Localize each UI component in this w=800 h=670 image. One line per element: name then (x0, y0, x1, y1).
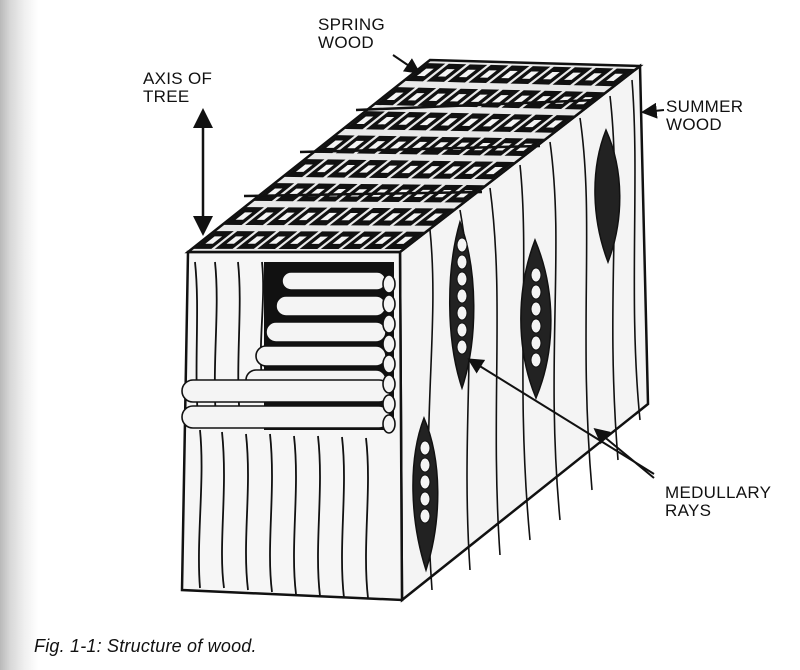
wood-cell-lumen (296, 211, 319, 222)
wood-cell-lumen (459, 117, 482, 127)
wood-cell-lumen (371, 235, 395, 245)
medullary-rays-arrow-1 (467, 358, 655, 475)
medullary-rays-arrow-2 (593, 427, 655, 479)
wood-cell-lumen (232, 211, 256, 221)
wood-cell-lumen (374, 115, 398, 126)
wood-cell-lumen (423, 212, 446, 222)
wood-cell-lumen (275, 211, 298, 221)
wood-cell-lumen (441, 165, 464, 175)
wood-cell-lumen (253, 211, 277, 221)
spring-wood-arrow (392, 54, 421, 74)
wood-cell-lumen (414, 67, 437, 78)
wood-cell-lumen (377, 164, 401, 174)
wood-cell-lumen (519, 70, 542, 80)
wood-cell-lumen (335, 163, 358, 174)
wood-cell-lumen (356, 164, 379, 174)
wood-cell-lumen (582, 72, 605, 82)
wood-cell-lumen (380, 212, 404, 222)
wood-cell-lumen (447, 92, 470, 103)
wood-cell-lumen (398, 164, 422, 175)
wood-cell-lumen (359, 212, 383, 222)
wood-cell-lumen (405, 91, 428, 102)
wood-cell-lumen (393, 235, 416, 245)
wood-cell-lumen (395, 116, 419, 126)
wood-cell-lumen (489, 93, 512, 104)
wood-cell-lumen (266, 235, 289, 245)
wood-cell-lumen (437, 117, 461, 127)
wood-cell-lumen (383, 91, 407, 102)
wood-cell-lumen (317, 211, 340, 222)
wood-cell-lumen (344, 139, 367, 150)
wood-cell-lumen (603, 72, 626, 83)
wood-cell-lumen (244, 235, 268, 245)
wood-cell-lumen (540, 70, 563, 81)
wood-cell-lumen (501, 118, 524, 128)
wood-cell-lumen (522, 118, 545, 129)
summer-wood-arrow (640, 102, 665, 119)
wood-cell-lumen (435, 68, 458, 78)
wood-cell-lumen (329, 235, 353, 245)
wood-cell-lumen (543, 119, 566, 129)
wood-cell-lumen (419, 165, 443, 175)
summer-wood-label: SUMMER WOOD (666, 97, 744, 134)
wood-cell-lumen (338, 211, 361, 222)
axis-of-tree-label: AXIS OF TREE (143, 69, 213, 106)
wood-cell-lumen (323, 139, 346, 149)
medullary-rays-label: MEDULLARY RAYS (665, 483, 772, 520)
wood-cell-lumen (308, 235, 331, 245)
wood-cell-lumen (462, 165, 485, 175)
annual-ring-lines (243, 98, 597, 198)
wood-cell-lumen (402, 212, 425, 222)
wood-cell-lumen (483, 165, 506, 176)
wood-cell-lumen (314, 163, 337, 174)
medullary-rays (412, 128, 621, 573)
wood-cell-lumen (416, 116, 440, 127)
wood-cell-lumen (287, 235, 310, 245)
wood-cell-lumen (468, 93, 491, 103)
wood-cell-lumen (293, 163, 316, 173)
spring-wood-label: SPRING WOOD (318, 15, 385, 52)
wood-cell-lumen (426, 92, 449, 102)
wood-cell-lumen (480, 117, 503, 128)
wood-cell-lumen (350, 235, 374, 245)
wood-cell-lumen (561, 71, 584, 81)
wood-cell-lumen (202, 235, 225, 245)
wood-cell-lumen (223, 235, 247, 245)
wood-cell-lumen (456, 68, 479, 79)
edge-cells (382, 274, 396, 434)
wood-cell-lumen (498, 69, 521, 80)
figure-caption: Fig. 1-1: Structure of wood. (34, 636, 257, 656)
wood-cell-lumen (353, 115, 377, 125)
wood-cell-lumen (477, 69, 500, 79)
